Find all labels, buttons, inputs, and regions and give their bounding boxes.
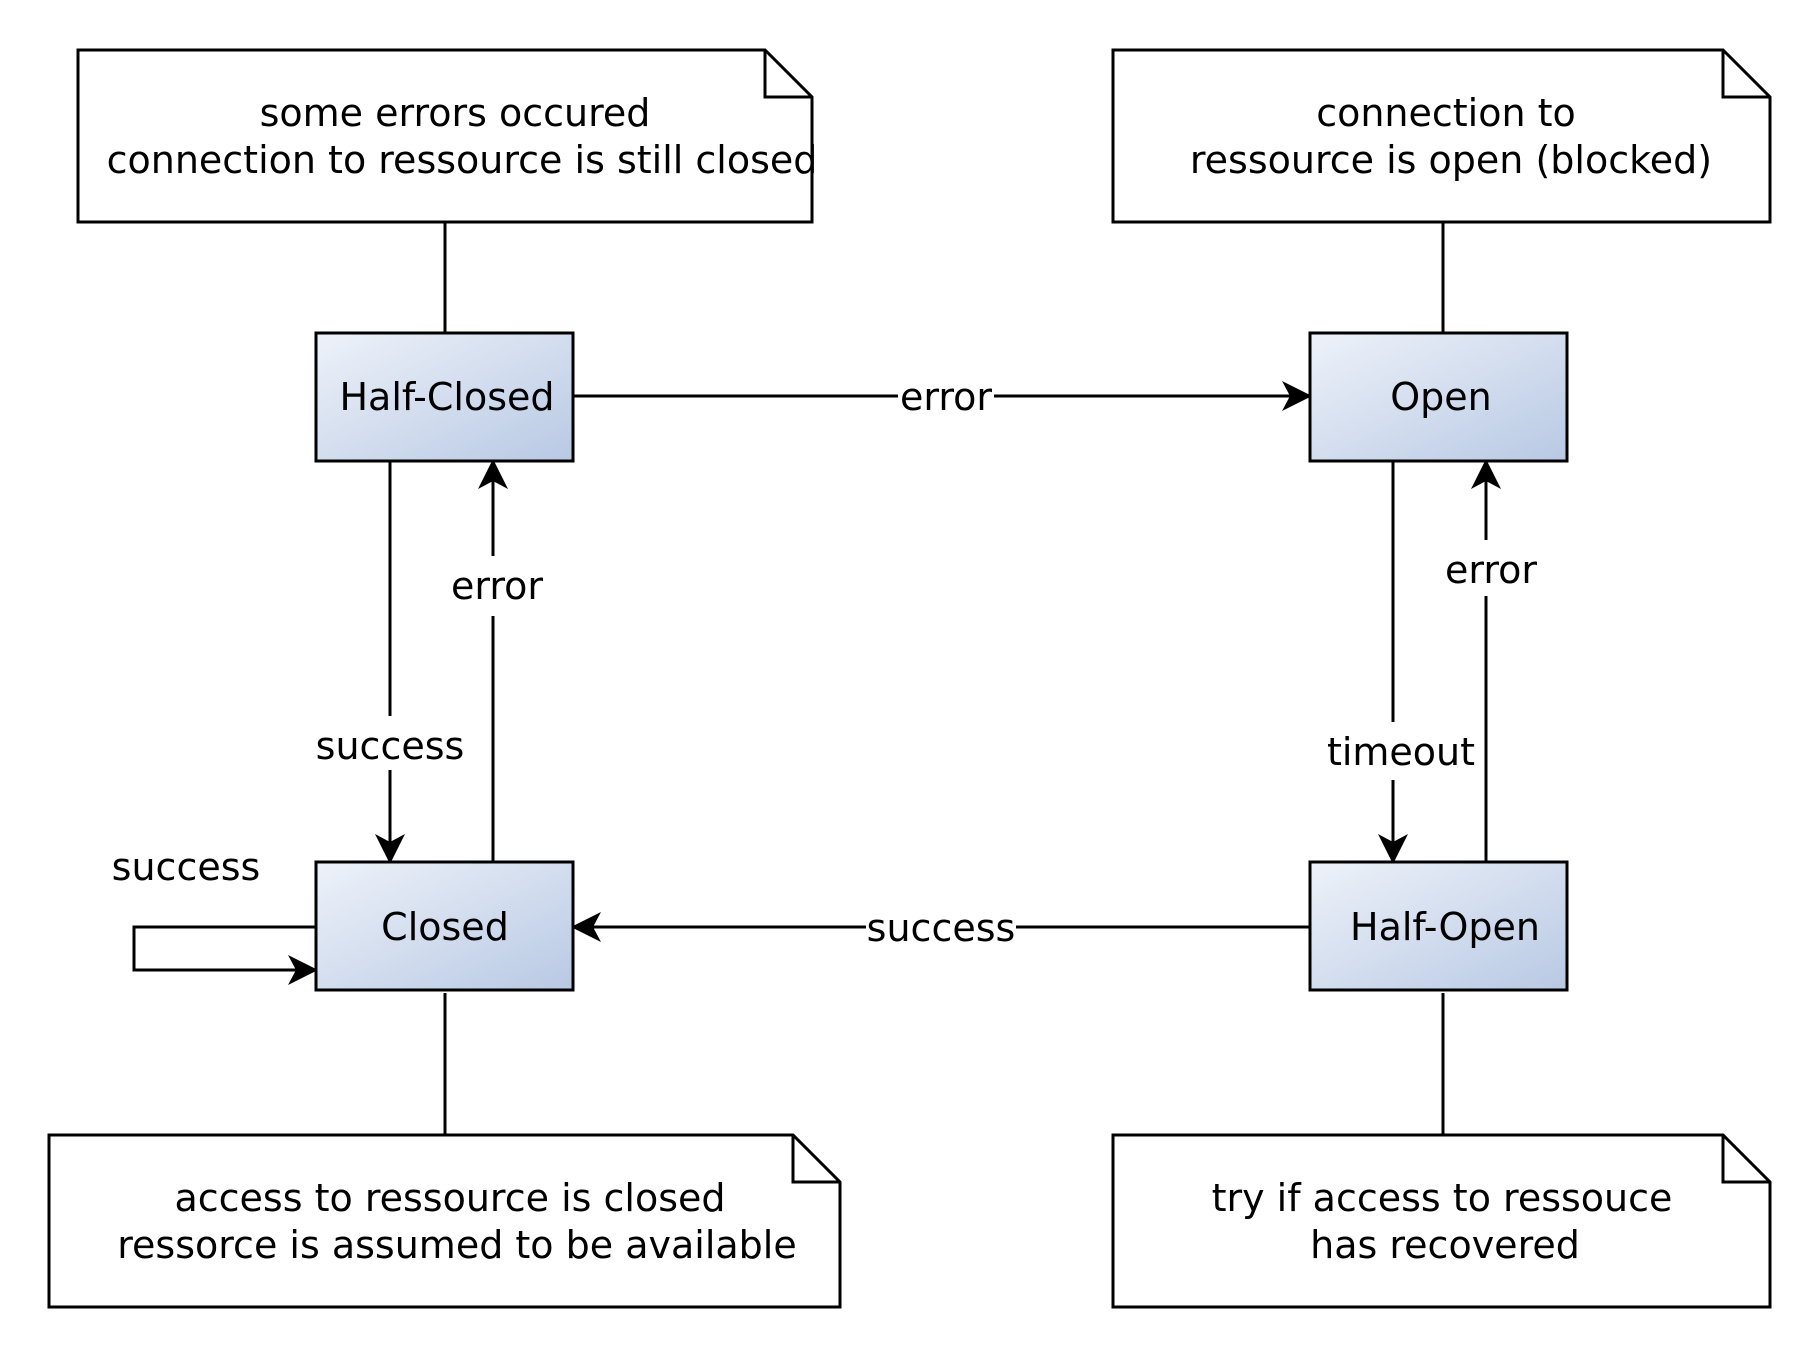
edge-label-half-open-to-closed: success [867,906,1016,950]
state-closed[interactable]: Closed [314,860,575,992]
note-half-closed: some errors occured connection to ressou… [76,48,818,224]
state-half-open[interactable]: Half-Open [1308,860,1569,992]
note-half-closed-line2: connection to ressource is still closed [107,138,818,182]
note-half-open: try if access to ressouce has recovered [1111,1133,1772,1309]
note-half-closed-line1: some errors occured [260,91,651,135]
state-half-closed-label: Half-Closed [339,375,554,419]
state-half-open-label: Half-Open [1350,905,1540,949]
note-open-line1: connection to [1316,91,1576,135]
edge-label-half-closed-to-open: error [900,375,992,419]
note-open-line2: ressource is open (blocked) [1190,138,1712,182]
note-half-open-line2: has recovered [1310,1223,1580,1267]
state-open[interactable]: Open [1308,331,1569,463]
state-open-label: Open [1390,375,1492,419]
edge-label-half-closed-to-closed: success [316,724,465,768]
edge-closed-self-loop [132,925,318,985]
note-open: connection to ressource is open (blocked… [1111,48,1772,224]
state-half-closed[interactable]: Half-Closed [314,331,575,463]
edge-label-half-open-to-open: error [1445,548,1537,592]
edge-label-closed-to-half-closed: error [451,564,543,608]
note-closed-line2: ressorce is assumed to be available [117,1223,796,1267]
note-closed: access to ressource is closed ressorce i… [47,1133,842,1309]
note-half-open-line1: try if access to ressouce [1212,1176,1673,1220]
note-closed-line1: access to ressource is closed [174,1176,725,1220]
edge-label-closed-self-loop: success [112,845,261,889]
edge-label-open-to-half-open: timeout [1327,730,1475,774]
state-closed-label: Closed [381,905,509,949]
